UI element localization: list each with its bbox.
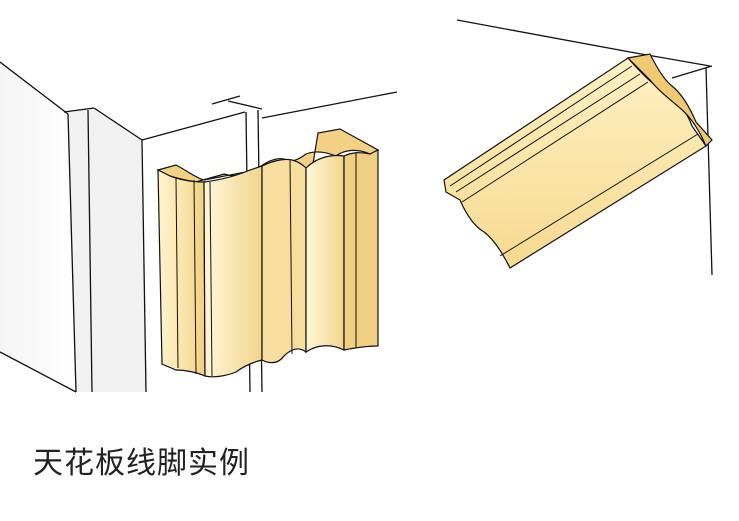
crown-molding [443, 53, 713, 269]
right-ceiling-corner [456, 19, 713, 276]
vertical-molding-side [343, 149, 379, 351]
vertical-molding-flute-3 [305, 154, 345, 354]
crown-molding-end-profile [626, 53, 713, 148]
caption-text: 天花板线脚实例 [33, 446, 250, 481]
vertical-molding-flute-2 [261, 158, 307, 364]
left-wall-face-2 [68, 108, 146, 392]
left-wall-face [0, 62, 76, 392]
vertical-molding-front [157, 169, 206, 377]
vertical-molding [156, 128, 380, 378]
vertical-molding-flute-1 [203, 165, 263, 378]
